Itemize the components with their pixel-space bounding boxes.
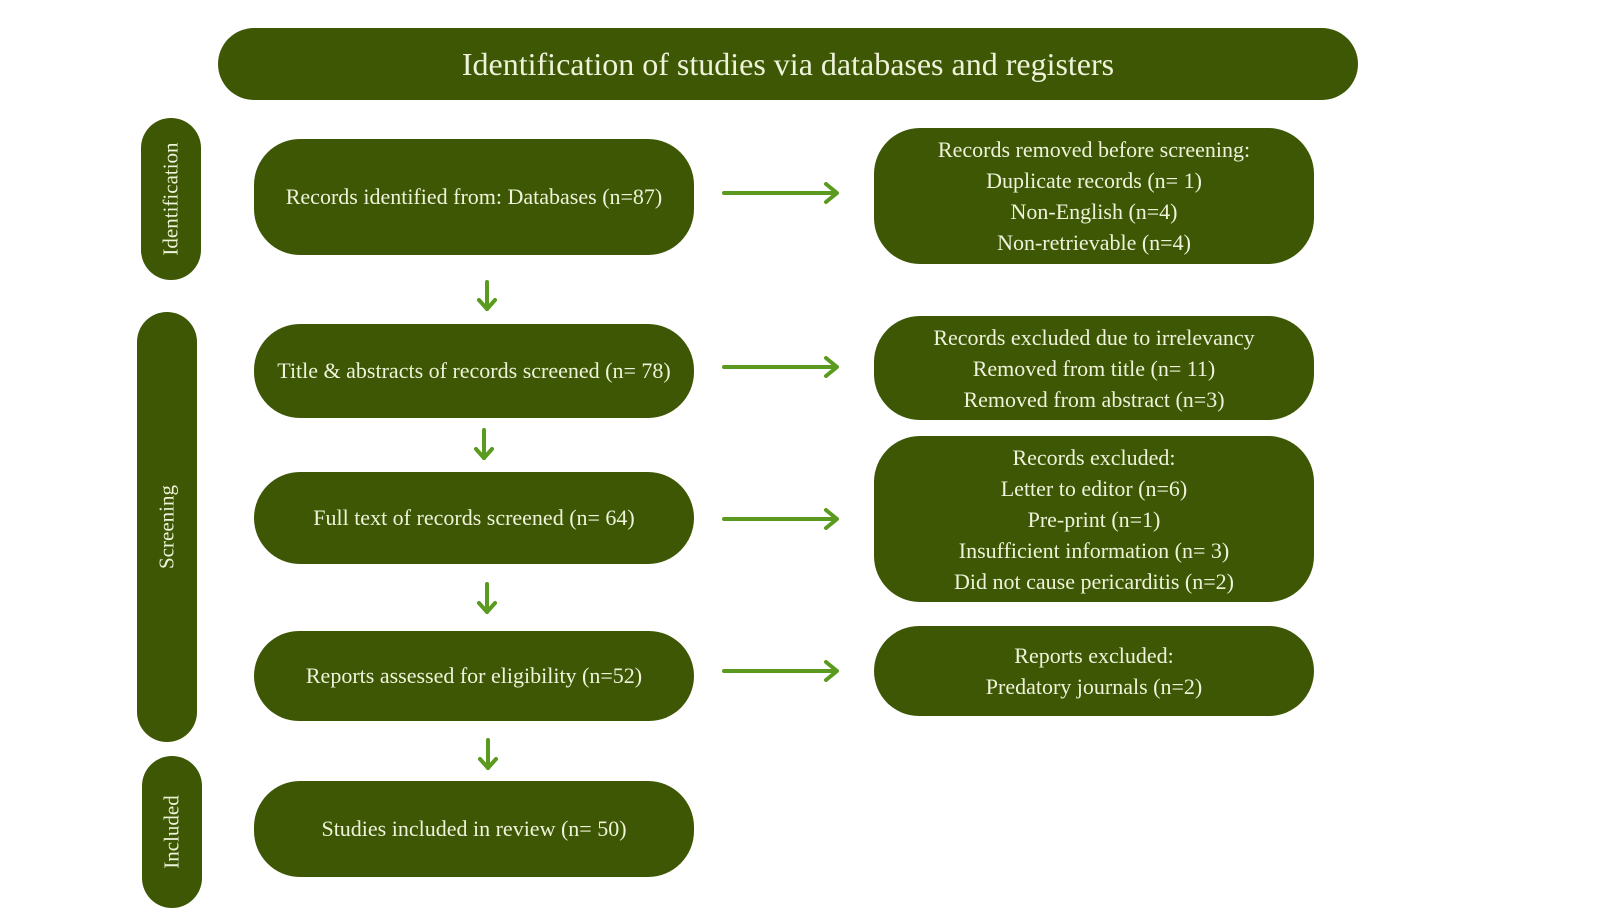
box-line: Did not cause pericarditis (n=2)	[954, 568, 1234, 594]
box-line: Removed from abstract (n=3)	[963, 386, 1225, 412]
arrow-down-icon	[474, 428, 494, 460]
box-line: Letter to editor (n=6)	[1000, 475, 1188, 501]
box-line: Reports excluded:	[1014, 643, 1174, 668]
phase-included: Included	[142, 756, 202, 908]
phase-screening: Screening	[137, 312, 197, 742]
box-title-abstract-screened: Title & abstracts of records screened (n…	[254, 324, 694, 418]
box-studies-included: Studies included in review (n= 50)	[254, 781, 694, 877]
box-records-identified: Records identified from: Databases (n=87…	[254, 139, 694, 255]
box-line: Duplicate records (n= 1)	[986, 168, 1202, 193]
arrow-right-icon	[722, 356, 839, 378]
box-line: Predatory journals (n=2)	[985, 674, 1203, 699]
box-line: Removed from title (n= 11)	[972, 355, 1216, 381]
box-text: Studies included in review (n= 50)	[321, 816, 627, 841]
box-line: Records excluded:	[1012, 444, 1176, 470]
arrow-down-icon	[477, 280, 497, 311]
box-line: Insufficient information (n= 3)	[958, 537, 1230, 563]
box-text: Full text of records screened (n= 64)	[313, 505, 635, 530]
box-reports-assessed: Reports assessed for eligibility (n=52)	[254, 631, 694, 721]
box-full-text-screened: Full text of records screened (n= 64)	[254, 472, 694, 564]
arrow-down-icon	[478, 738, 498, 770]
diagram-title: Identification of studies via databases …	[218, 28, 1358, 100]
phase-identification: Identification	[141, 118, 201, 280]
diagram-title-text: Identification of studies via databases …	[461, 45, 1115, 82]
box-line: Pre-print (n=1)	[1027, 506, 1161, 532]
box-records-removed: Records removed before screening: Duplic…	[874, 128, 1314, 264]
box-records-irrelevant: Records excluded due to irrelevancy Remo…	[874, 316, 1314, 420]
box-line: Records removed before screening:	[937, 137, 1251, 162]
box-text: Records identified from: Databases (n=87…	[285, 184, 663, 209]
arrow-down-icon	[477, 582, 497, 614]
box-line: Records excluded due to irrelevancy	[933, 324, 1255, 350]
box-records-excluded: Records excluded: Letter to editor (n=6)…	[874, 436, 1314, 602]
box-text: Title & abstracts of records screened (n…	[277, 358, 671, 383]
arrow-right-icon	[722, 182, 839, 204]
arrow-right-icon	[722, 660, 839, 682]
box-line: Non-retrievable (n=4)	[997, 230, 1191, 255]
box-text: Reports assessed for eligibility (n=52)	[305, 663, 643, 688]
box-line: Non-English (n=4)	[1010, 199, 1178, 224]
box-reports-excluded: Reports excluded: Predatory journals (n=…	[874, 626, 1314, 716]
arrow-right-icon	[722, 508, 839, 530]
